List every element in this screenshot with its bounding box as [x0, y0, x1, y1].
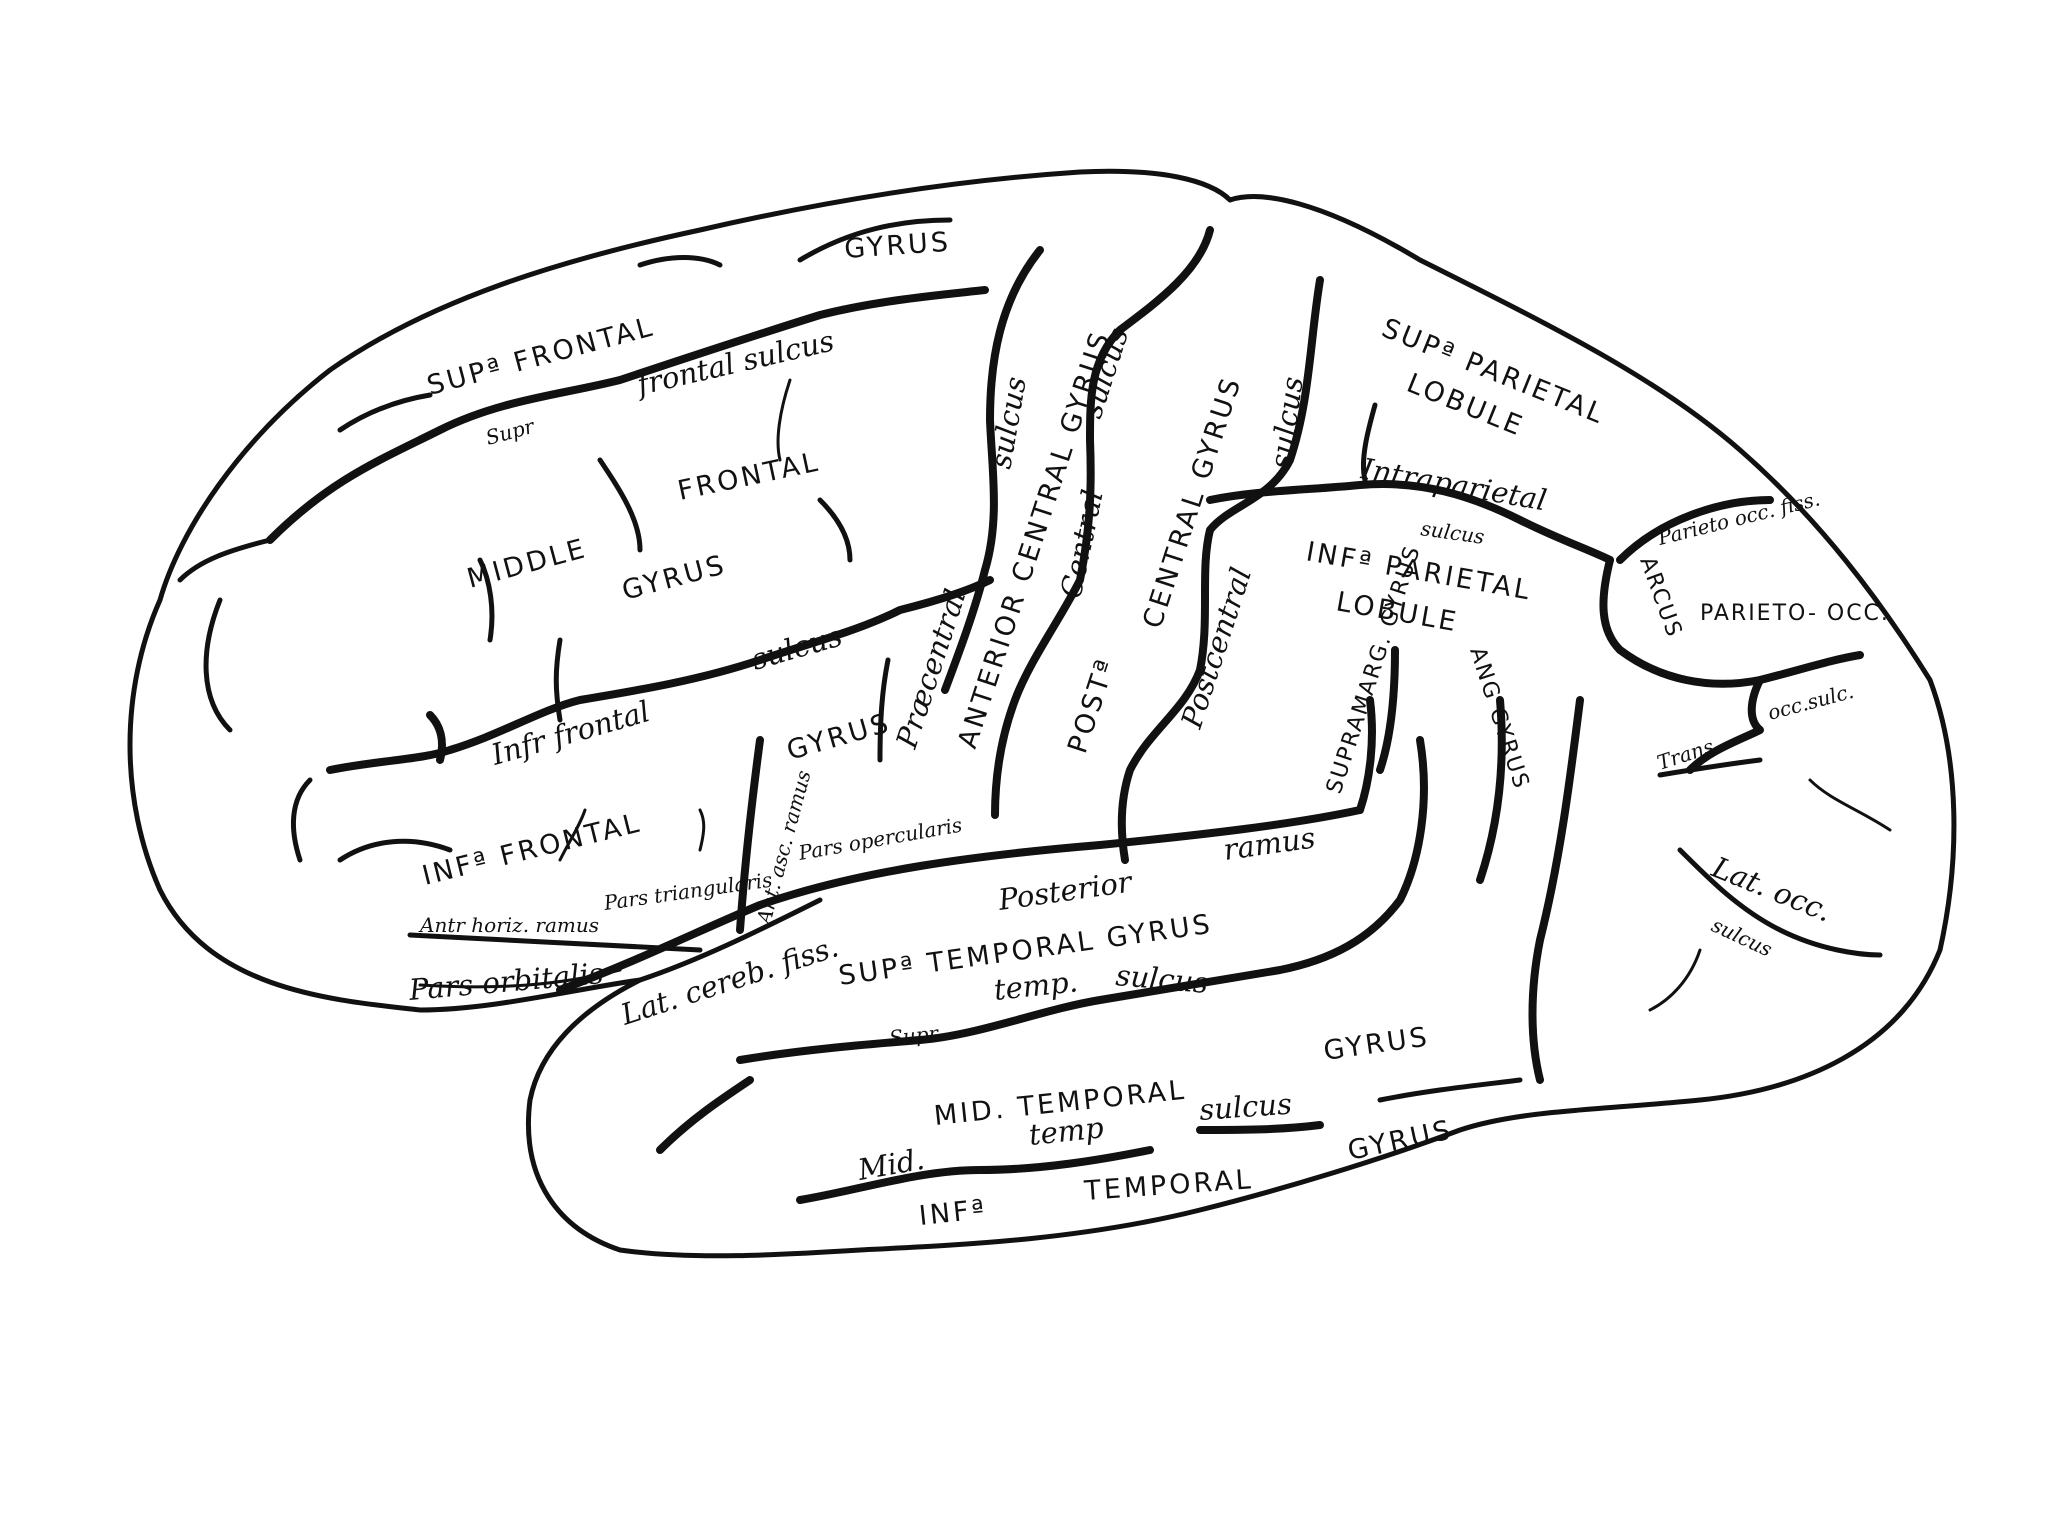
top-sulcus-3 — [337, 392, 433, 433]
curl-1 — [203, 597, 233, 733]
middle-temporal-sulcus — [796, 1146, 1154, 1204]
transverse-occipital-sulcus — [1686, 676, 1764, 774]
curl-10 — [553, 637, 563, 723]
lateral-occipital-sulcus — [1677, 847, 1883, 958]
top-sulcus-2 — [637, 255, 723, 268]
inf-frontal-branch — [426, 711, 446, 764]
parieto-occipital-fissure — [1616, 496, 1774, 564]
curl-9 — [698, 808, 706, 852]
curl-8 — [558, 808, 587, 862]
orbitalis-line — [418, 968, 622, 989]
precentral-lower — [877, 657, 891, 763]
lateral-cerebral-fissure — [556, 806, 1364, 994]
superior-frontal-sulcus — [266, 286, 989, 544]
lat-occ-branch — [1808, 778, 1892, 832]
supramarginal-sulcus — [1376, 646, 1399, 774]
occ-pole-line — [1648, 948, 1702, 1012]
anterior-horizontal-ramus — [407, 932, 703, 953]
label-gyrus-top: GYRUS — [843, 227, 952, 265]
inf-temporal-sulcus — [1377, 1077, 1523, 1103]
anterior-ascending-ramus — [736, 736, 764, 934]
intraparietal-branch — [1360, 402, 1378, 483]
curl-3 — [337, 838, 453, 863]
top-sulcus-1 — [797, 217, 953, 263]
precentral-sulcus — [941, 246, 1044, 694]
temporal-pole-edge — [637, 897, 823, 983]
central-sulcus — [991, 226, 1214, 819]
curl-6 — [817, 497, 853, 563]
label-temp: temp — [1027, 1110, 1105, 1152]
mid-temporal-upper — [656, 1076, 754, 1154]
label-supr-temp-a: Supr — [888, 1021, 941, 1050]
posterior-vertical-sulcus — [1528, 696, 1584, 1084]
curl-7 — [776, 378, 792, 462]
posterior-ramus-end — [1356, 696, 1376, 814]
trans-underline — [1657, 757, 1763, 778]
curl-5 — [477, 557, 495, 643]
angular-branch — [1476, 696, 1506, 884]
label-ant-horiz-ramus: Antr horiz. ramus — [418, 913, 599, 937]
label-parieto-occ: PARIETO- OCC. — [1700, 601, 1890, 626]
postcentral-sulcus — [1117, 276, 1324, 864]
superior-temporal-sulcus — [736, 736, 1428, 1064]
curl-4 — [597, 457, 643, 553]
curl-2 — [290, 777, 313, 863]
label-mid-sulcus: sulcus — [1198, 1087, 1293, 1127]
mid-temporal-sulcus-right — [1196, 1121, 1324, 1134]
intraparietal-sulcus — [1206, 480, 1614, 564]
brain-outline — [127, 168, 1957, 1259]
arcus-outline — [1599, 556, 1864, 688]
label-supr-temp-c: sulcus — [1114, 958, 1209, 1000]
sup-frontal-branch-1 — [177, 537, 273, 583]
label-inf-temporal-a: INFª — [917, 1194, 988, 1232]
